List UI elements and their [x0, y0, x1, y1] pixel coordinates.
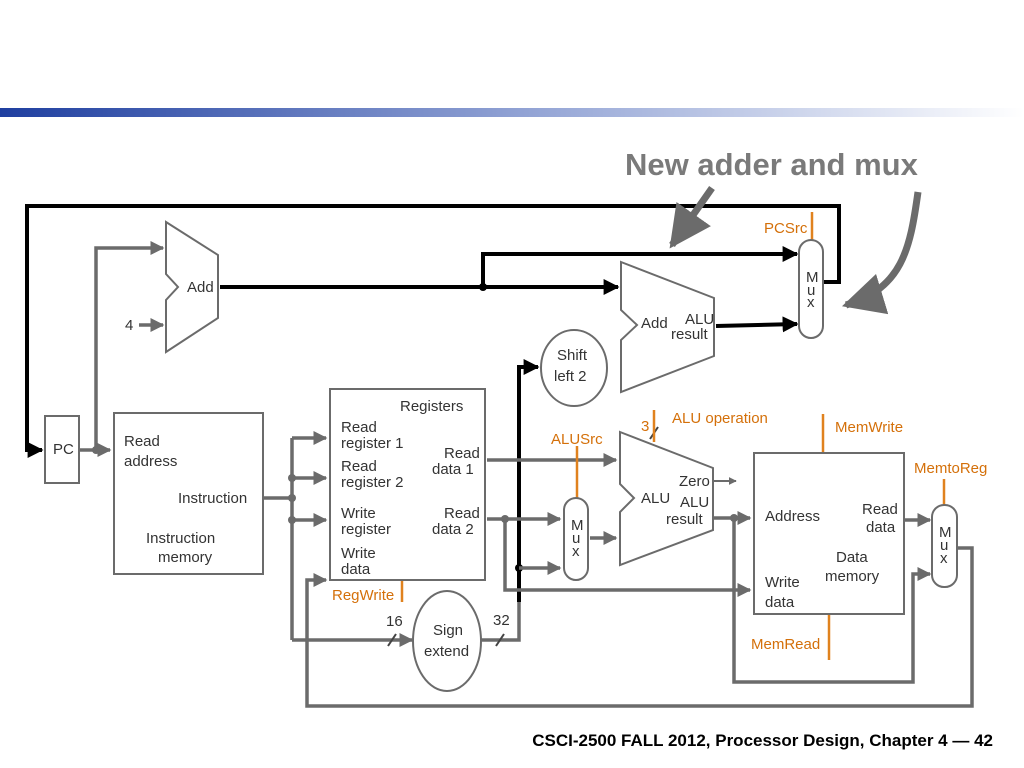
- regwrite-label: RegWrite: [332, 587, 394, 604]
- alusrc-mux-letter-x: x: [572, 543, 580, 560]
- pcsrc-mux-letter-m: M: [806, 269, 819, 286]
- imem-address-label: address: [124, 453, 177, 470]
- sign-extend-label-b: extend: [424, 643, 469, 660]
- shift-label-b: left 2: [554, 368, 587, 385]
- dmem-read-data-label: data: [866, 519, 896, 536]
- imem-title-2: memory: [158, 549, 213, 566]
- callout-arrows: [669, 185, 922, 315]
- pc-adder-label: Add: [187, 279, 214, 296]
- alusrc-mux-letter-m: M: [571, 517, 584, 534]
- alusrc-label: ALUSrc: [551, 431, 603, 448]
- write-data-a: Write: [341, 545, 376, 562]
- constant-four: 4: [125, 317, 133, 334]
- register-file: Registers Read register 1 Read register …: [329, 388, 486, 581]
- read-register-1-a: Read: [341, 419, 377, 436]
- read-register-2-b: register 2: [341, 474, 404, 491]
- pc-label: PC: [53, 441, 74, 458]
- memtoreg-mux-letter-u: u: [940, 537, 948, 554]
- write-register-a: Write: [341, 505, 376, 522]
- slide-title: New adder and mux: [625, 147, 919, 182]
- imem-title-1: Instruction: [146, 530, 215, 547]
- registers-title: Registers: [400, 398, 463, 415]
- read-data-1-a: Read: [444, 445, 480, 462]
- alusrc-mux: M u x: [563, 497, 589, 581]
- pcsrc-mux-letter-u: u: [807, 282, 815, 299]
- branch-adder-alu-label: ALU: [685, 311, 714, 328]
- read-data-2-a: Read: [444, 505, 480, 522]
- pcsrc-label: PCSrc: [764, 220, 808, 237]
- alu-result-label-a: ALU: [680, 494, 709, 511]
- alu-result-label-b: result: [666, 511, 704, 528]
- write-register-b: register: [341, 521, 391, 538]
- dmem-title-1: Data: [836, 549, 868, 566]
- memwrite-label: MemWrite: [835, 419, 903, 436]
- dmem-write-label: Write: [765, 574, 800, 591]
- sign-extend: Sign extend: [412, 590, 482, 692]
- dmem-read-label: Read: [862, 501, 898, 518]
- alu-zero-label: Zero: [679, 473, 710, 490]
- alu-op-bits-label: 3: [641, 418, 649, 435]
- bits-16-label: 16: [386, 613, 403, 630]
- bits-32-label: 32: [493, 612, 510, 629]
- memtoreg-mux-letter-x: x: [940, 550, 948, 567]
- branch-adder-result-label: result: [671, 326, 709, 343]
- pc-register: PC: [44, 415, 80, 484]
- alu-operation-label: ALU operation: [672, 410, 768, 427]
- imem-instruction-port: Instruction: [178, 490, 247, 507]
- pcsrc-mux: M u x: [798, 239, 824, 339]
- write-data-b: data: [341, 561, 371, 578]
- read-data-2-b: data 2: [432, 521, 474, 538]
- memtoreg-mux-letter-m: M: [939, 524, 952, 541]
- highlight-wires: [25, 204, 841, 602]
- datapath-wires: [80, 241, 974, 708]
- pc-adder: Add: [165, 220, 219, 354]
- instruction-memory: Read address Instruction Instruction mem…: [113, 412, 264, 575]
- slide-footer: CSCI-2500 FALL 2012, Processor Design, C…: [532, 731, 993, 750]
- header-banner: [0, 108, 1024, 117]
- alu-label: ALU: [641, 490, 670, 507]
- data-memory: Address Write data Read data Data memory: [753, 452, 905, 615]
- alusrc-mux-letter-u: u: [572, 530, 580, 547]
- dmem-address-label: Address: [765, 508, 820, 525]
- branch-adder: Add ALU result: [620, 260, 715, 394]
- sign-extend-label-a: Sign: [433, 622, 463, 639]
- shift-label-a: Shift: [557, 347, 588, 364]
- pcsrc-mux-letter-x: x: [807, 294, 815, 311]
- memtoreg-mux: M u x: [931, 504, 958, 588]
- main-alu: ALU Zero ALU result: [619, 430, 714, 567]
- shift-left-2: Shift left 2: [540, 329, 608, 407]
- branch-adder-add-label: Add: [641, 315, 668, 332]
- imem-read-label: Read: [124, 433, 160, 450]
- dmem-title-2: memory: [825, 568, 880, 585]
- read-register-1-b: register 1: [341, 435, 404, 452]
- control-lines: [400, 212, 946, 660]
- memtoreg-label: MemtoReg: [914, 460, 987, 477]
- dmem-write-data-label: data: [765, 594, 795, 611]
- read-register-2-a: Read: [341, 458, 377, 475]
- memread-label: MemRead: [751, 636, 820, 653]
- read-data-1-b: data 1: [432, 461, 474, 478]
